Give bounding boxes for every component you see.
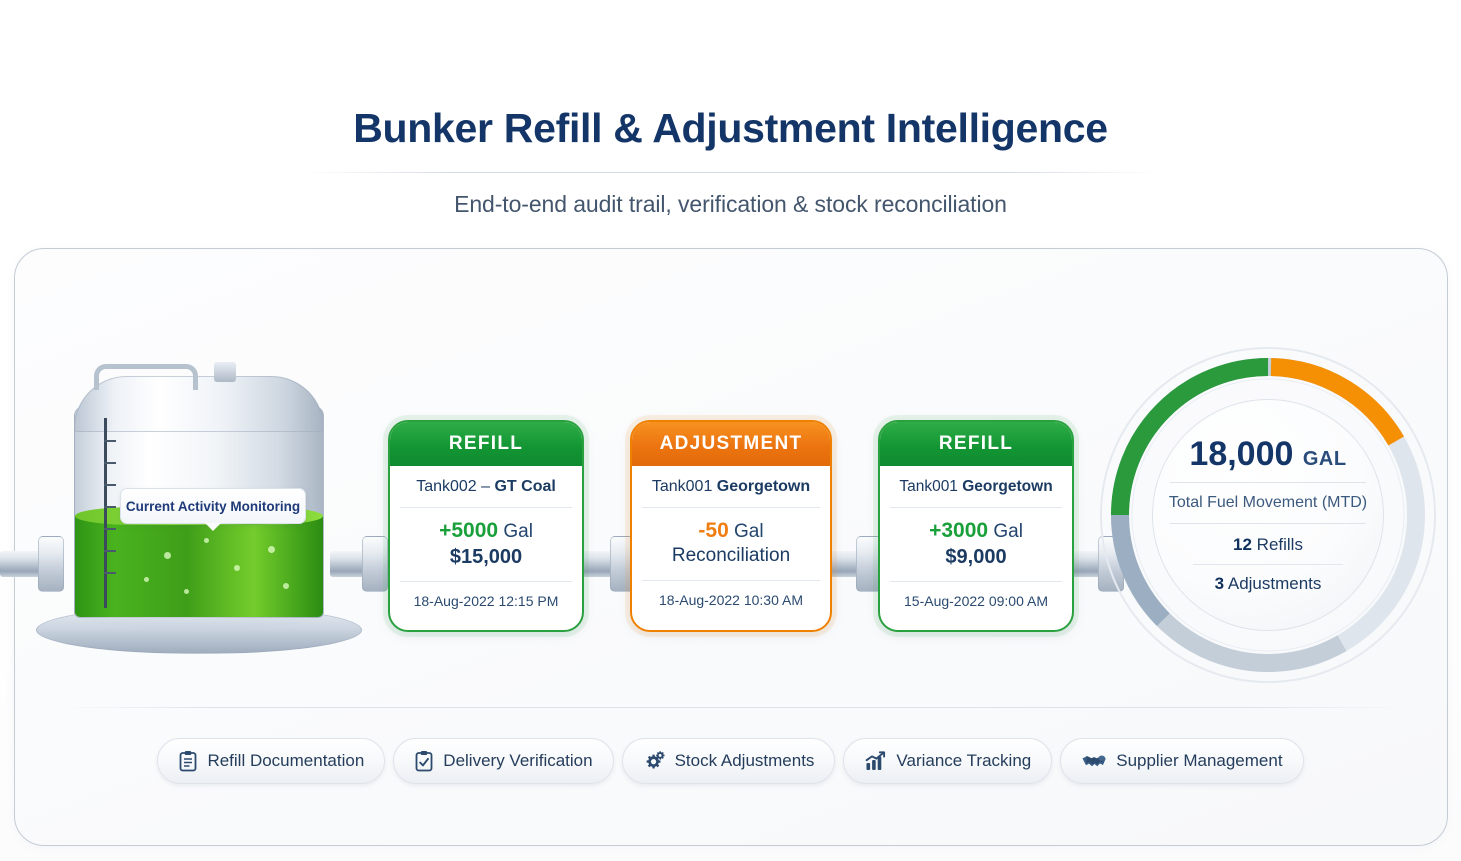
page-title: Bunker Refill & Adjustment Intelligence — [353, 105, 1108, 151]
event-type-label: REFILL — [448, 433, 524, 454]
page-header: Bunker Refill & Adjustment Intelligence … — [0, 0, 1461, 218]
tank-tooltip: Current Activity Monitoring — [120, 488, 306, 531]
tank-vent-icon — [214, 362, 236, 382]
tank-fuel-level — [75, 507, 323, 617]
card-separator — [890, 507, 1062, 508]
card-separator — [400, 507, 572, 508]
event-secondary-value: $15,000 — [449, 546, 523, 569]
gauge-arc-accent — [1110, 514, 1170, 627]
event-timestamp: 15-Aug-2022 09:00 AM — [904, 593, 1048, 610]
stock-adjustments-button[interactable]: Stock Adjustments — [621, 738, 836, 784]
event-card-type-badge: REFILL — [390, 422, 582, 466]
event-tank-name: Tank002 – GT Coal — [416, 478, 556, 495]
clipboard-icon — [178, 750, 198, 772]
gauge-arc-adjustments — [1270, 358, 1404, 446]
pipe-flange — [362, 536, 388, 592]
event-secondary-value: $9,000 — [945, 546, 1007, 569]
action-button-bar: Refill Documentation Delivery Verificati… — [0, 738, 1461, 784]
fuel-movement-gauge: 18,000 GAL Total Fuel Movement (MTD) 12 … — [1097, 344, 1439, 686]
clipboard-check-icon — [414, 750, 434, 772]
event-card-refill-1[interactable]: REFILL Tank002 – GT Coal +5000 Gal $15,0… — [388, 420, 584, 632]
card-separator — [400, 581, 572, 583]
event-card-adjustment-1[interactable]: ADJUSTMENT Tank001 Georgetown -50 Gal Re… — [630, 420, 832, 632]
tank-tooltip-label: Current Activity Monitoring — [125, 498, 301, 514]
event-type-label: REFILL — [938, 433, 1014, 454]
panel-divider — [59, 707, 1405, 708]
event-timestamp: 18-Aug-2022 12:15 PM — [413, 593, 559, 610]
event-card-type-badge: ADJUSTMENT — [632, 422, 830, 466]
gauge-separator — [1170, 481, 1366, 483]
event-card-type-badge: REFILL — [880, 422, 1072, 466]
tank-handrail — [94, 364, 198, 390]
tank-dome — [74, 376, 324, 432]
gears-icon — [643, 750, 666, 772]
event-quantity: -50 Gal — [698, 519, 764, 542]
event-tank-name: Tank001 Georgetown — [899, 478, 1053, 495]
page-subtitle: End-to-end audit trail, verification & s… — [454, 191, 1007, 218]
gauge-separator — [1170, 522, 1366, 524]
handshake-icon — [1081, 750, 1107, 772]
event-quantity: +3000 Gal — [929, 519, 1023, 542]
gauge-value: 18,000 GAL — [1189, 434, 1347, 473]
variance-tracking-label: Variance Tracking — [896, 751, 1032, 770]
gauge-svg — [1100, 347, 1436, 683]
header-divider — [302, 172, 1159, 174]
event-tank-name: Tank001 Georgetown — [651, 478, 811, 495]
chart-trend-icon — [864, 750, 887, 772]
delivery-verification-button[interactable]: Delivery Verification — [393, 738, 614, 784]
pipe-flange — [38, 536, 64, 592]
event-secondary-value: Reconciliation — [671, 545, 791, 567]
card-separator — [642, 507, 820, 508]
gauge-refills-stat: 12 Refills — [1233, 534, 1303, 554]
gauge-center: 18,000 GAL Total Fuel Movement (MTD) 12 … — [1152, 399, 1384, 631]
refill-documentation-button[interactable]: Refill Documentation — [157, 738, 386, 784]
event-timestamp: 18-Aug-2022 10:30 AM — [659, 591, 803, 608]
tank-level-gauge — [104, 418, 107, 608]
gauge-label: Total Fuel Movement (MTD) — [1168, 493, 1368, 511]
gauge-separator — [1193, 563, 1343, 565]
event-quantity: +5000 Gal — [439, 519, 533, 542]
delivery-verification-label: Delivery Verification — [443, 751, 593, 770]
stock-adjustments-label: Stock Adjustments — [674, 751, 815, 770]
supplier-management-button[interactable]: Supplier Management — [1060, 738, 1304, 784]
storage-tank-illustration: Current Activity Monitoring — [28, 358, 368, 666]
variance-tracking-button[interactable]: Variance Tracking — [843, 738, 1053, 784]
event-card-refill-2[interactable]: REFILL Tank001 Georgetown +3000 Gal $9,0… — [878, 420, 1074, 632]
refill-documentation-label: Refill Documentation — [207, 751, 365, 770]
gauge-adjustments-stat: 3 Adjustments — [1214, 573, 1322, 593]
supplier-management-label: Supplier Management — [1116, 751, 1283, 770]
card-separator — [642, 579, 820, 581]
event-type-label: ADJUSTMENT — [659, 433, 803, 454]
card-separator — [890, 581, 1062, 583]
gauge-arc-refills — [1111, 358, 1269, 516]
